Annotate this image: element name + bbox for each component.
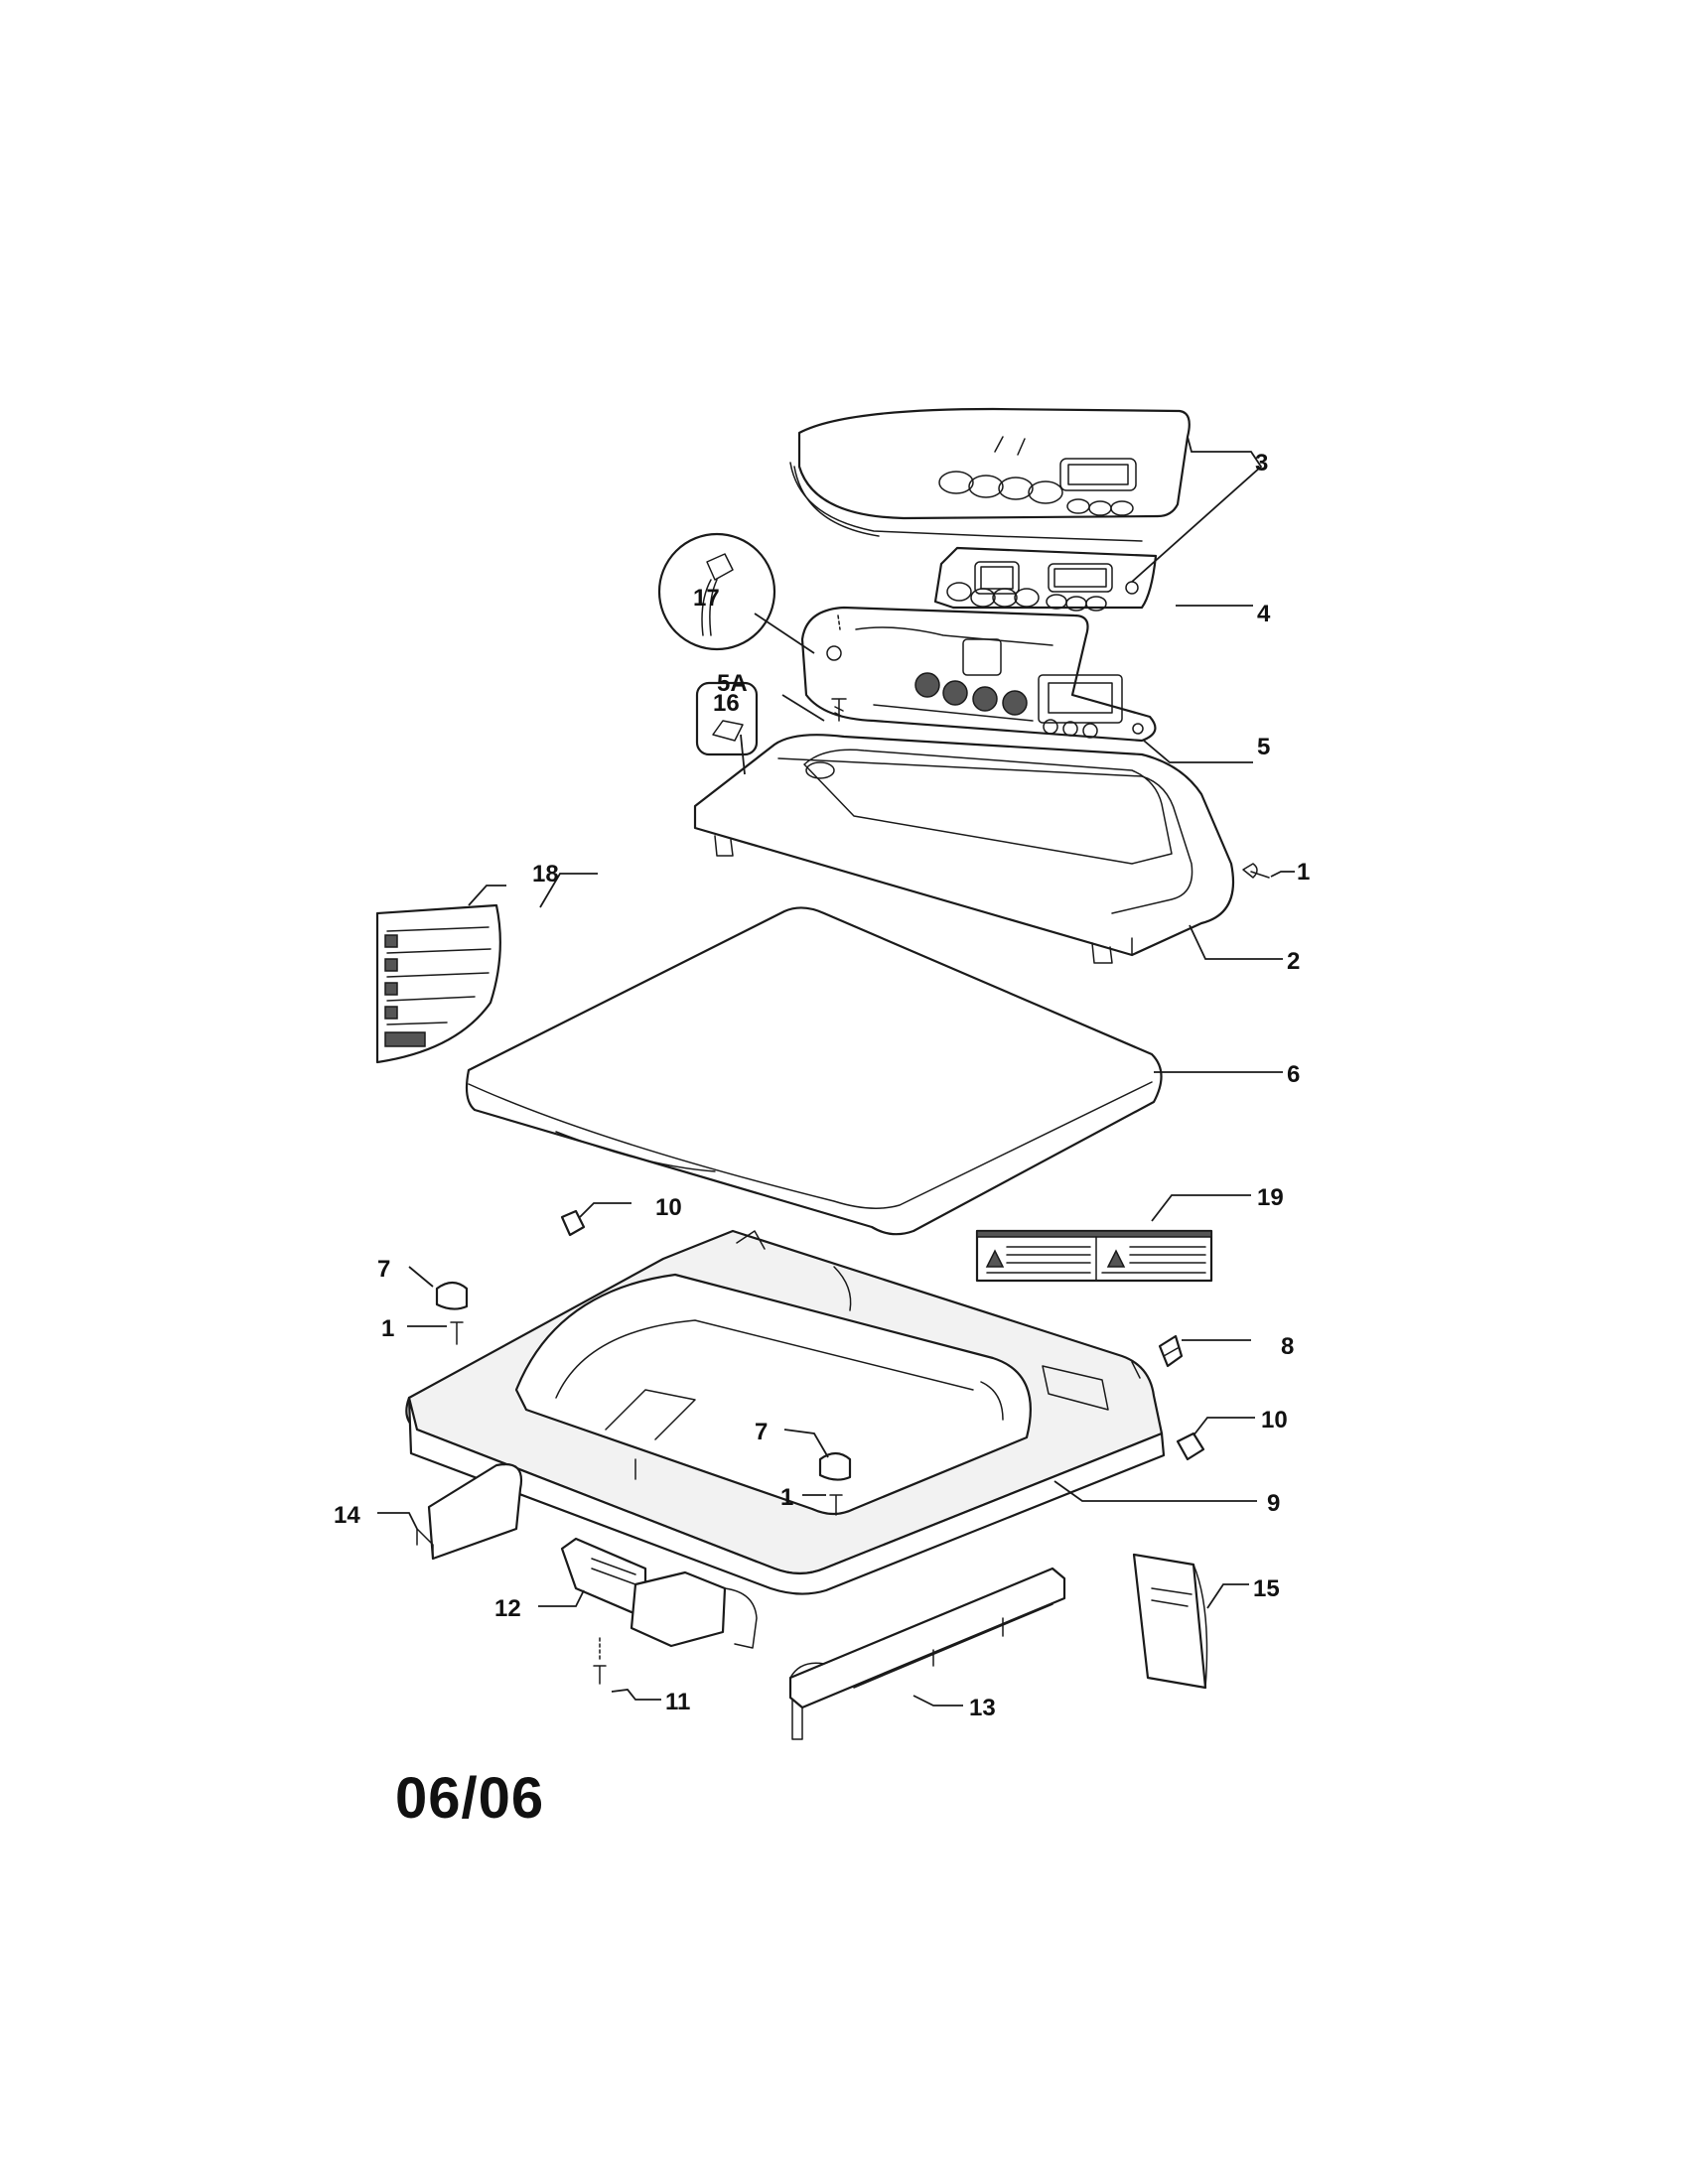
callout-13: 13 <box>969 1695 996 1721</box>
callout-1-right: 1 <box>1297 859 1310 886</box>
leader-lines <box>377 436 1295 1706</box>
callout-12: 12 <box>494 1595 521 1622</box>
part-13-front-trim <box>788 1567 1066 1740</box>
part-7-hinge-cap-left <box>435 1281 469 1310</box>
callout-11: 11 <box>665 1689 690 1715</box>
callout-1-center: 1 <box>780 1484 793 1511</box>
part-8-lid-switch <box>1158 1334 1184 1368</box>
part-9-top-panel <box>405 1229 1166 1595</box>
callout-18: 18 <box>532 861 559 887</box>
date-stamp: 06/06 <box>395 1766 545 1831</box>
callout-2: 2 <box>1287 948 1300 975</box>
callout-8: 8 <box>1281 1333 1294 1360</box>
part-17-harness-inset <box>657 532 776 651</box>
callout-4: 4 <box>1257 601 1271 627</box>
part-6-lid <box>465 906 1163 1236</box>
part-17-pin <box>837 614 841 630</box>
callout-14: 14 <box>334 1502 360 1529</box>
callout-10-right: 10 <box>1261 1407 1288 1433</box>
callout-labels: 3 4 5 5A 17 16 1 2 6 18 19 10 7 1 8 10 7… <box>334 450 1310 1721</box>
callout-7-center: 7 <box>755 1419 768 1445</box>
part-4-keypad <box>933 546 1158 612</box>
part-7-hinge-cap-center <box>818 1451 852 1481</box>
part-14-bracket <box>416 1462 523 1561</box>
callout-19: 19 <box>1257 1184 1284 1211</box>
callout-6: 6 <box>1287 1061 1300 1088</box>
part-18-instruction-label <box>375 903 501 1064</box>
part-1-screw-center <box>829 1494 843 1516</box>
part-11-screw <box>593 1637 607 1685</box>
callout-17: 17 <box>693 585 720 612</box>
callout-10-left: 10 <box>655 1194 682 1221</box>
callout-9: 9 <box>1267 1490 1280 1517</box>
callout-5: 5 <box>1257 734 1270 760</box>
callout-15: 15 <box>1253 1575 1280 1602</box>
part-10-bumper-right <box>1176 1432 1205 1461</box>
callout-5a: 5A <box>717 670 748 697</box>
callout-3: 3 <box>1255 450 1268 477</box>
part-5-control-board <box>800 606 1157 743</box>
part-10-bumper-left <box>560 1209 586 1237</box>
part-3-control-overlay <box>789 407 1191 542</box>
part-2-console-housing <box>693 734 1235 964</box>
part-5a-screw <box>831 698 847 722</box>
callout-1-left: 1 <box>381 1315 394 1342</box>
part-15-literature-bag <box>1132 1553 1208 1690</box>
part-1-screw-right <box>1242 863 1270 879</box>
callout-16: 16 <box>713 690 740 717</box>
part-19-warning-label <box>975 1229 1213 1283</box>
callout-7-left: 7 <box>377 1256 390 1283</box>
part-12-dispenser <box>560 1537 758 1649</box>
part-1-screw-left <box>450 1321 464 1345</box>
